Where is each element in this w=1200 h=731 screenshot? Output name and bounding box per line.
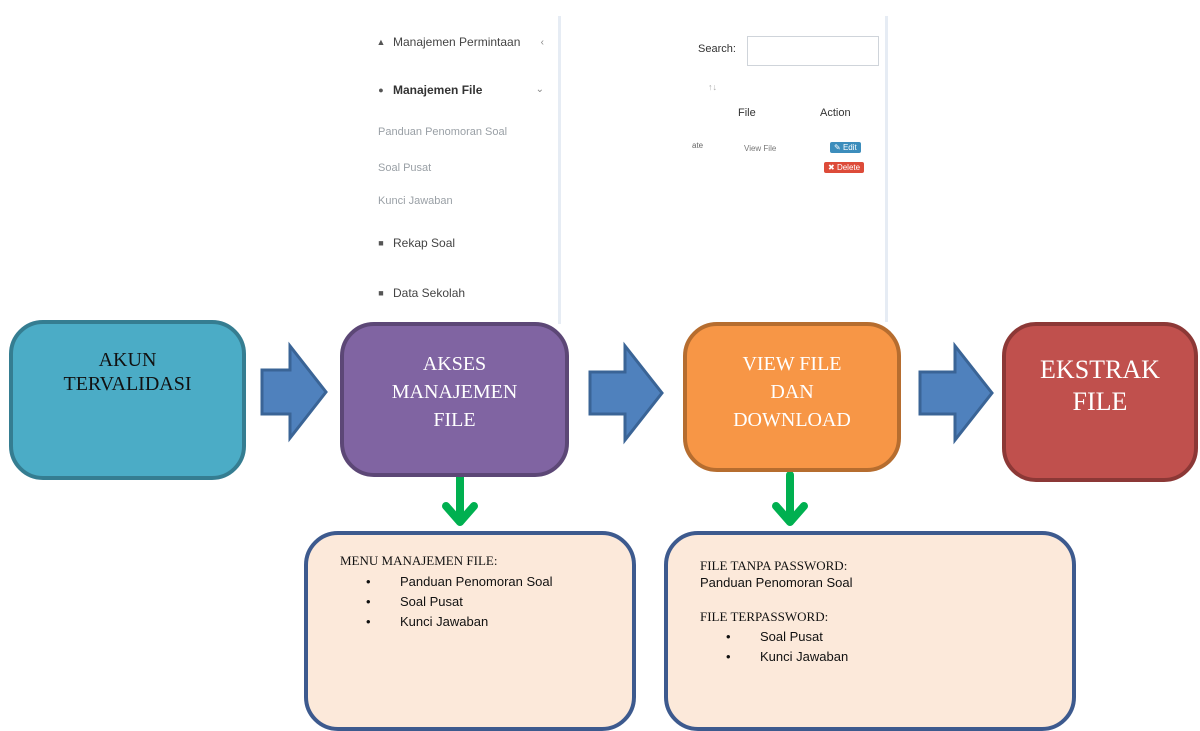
- step-ekstrak-file: EKSTRAK FILE: [1002, 322, 1198, 482]
- menu-item-rekap-soal[interactable]: ■ Rekap Soal: [376, 236, 455, 250]
- note-line: Panduan Penomoran Soal: [700, 575, 853, 590]
- chevron-down-icon: ⌄: [535, 84, 544, 95]
- submenu-item-soal-pusat[interactable]: Soal Pusat: [378, 162, 432, 174]
- right-arrow-1: [260, 341, 328, 443]
- cloud-icon: ●: [378, 85, 384, 95]
- menu-item-manajemen-permintaan[interactable]: ▲ Manajemen Permintaan: [376, 35, 521, 49]
- menu-item-data-sekolah[interactable]: ■ Data Sekolah: [376, 286, 465, 300]
- list-item: Kunci Jawaban: [700, 647, 1072, 667]
- row-name-cell: ate: [692, 141, 704, 150]
- menu-item-label: Rekap Soal: [393, 236, 456, 250]
- edit-button[interactable]: ✎ Edit: [830, 142, 861, 153]
- list-item: Kunci Jawaban: [340, 612, 632, 632]
- column-header-action: Action: [820, 107, 851, 119]
- square-icon: ■: [378, 288, 384, 298]
- arrows-layer: [260, 341, 994, 526]
- edit-label: Edit: [842, 143, 857, 152]
- chevron-left-icon: ‹: [540, 37, 544, 48]
- step-label: AKUN TERVALIDASI: [63, 349, 192, 395]
- step-label: VIEW FILE DAN DOWNLOAD: [733, 353, 851, 431]
- note-file-password: FILE TANPA PASSWORD: Panduan Penomoran S…: [664, 531, 1076, 731]
- delete-label: Delete: [836, 163, 861, 172]
- menu-item-manajemen-file[interactable]: ● Manajemen File: [376, 83, 482, 97]
- down-arrow-1: [442, 471, 478, 526]
- menu-item-label: Data Sekolah: [393, 286, 466, 300]
- note-menu-manajemen-file: MENU MANAJEMEN FILE: Panduan Penomoran S…: [304, 531, 636, 731]
- right-arrow-2: [588, 341, 664, 445]
- note-title-password: FILE TERPASSWORD:: [700, 609, 829, 624]
- list-item: Soal Pusat: [340, 592, 632, 612]
- list-item: Panduan Penomoran Soal: [340, 572, 632, 592]
- list-item: Soal Pusat: [700, 627, 1072, 647]
- step-akses-manajemen-file: AKSES MANAJEMEN FILE: [340, 322, 569, 477]
- triangle-icon: ▲: [376, 37, 386, 47]
- square-icon: ■: [378, 238, 384, 248]
- sidebar-menu-screenshot: ▲ Manajemen Permintaan ‹ ● Manajemen Fil…: [358, 16, 561, 324]
- delete-button[interactable]: ✖ Delete: [824, 162, 865, 173]
- file-table-screenshot: Search: ↑↓ File Action ate View File ✎ E…: [690, 16, 888, 322]
- note-list: Panduan Penomoran Soal Soal Pusat Kunci …: [340, 572, 632, 632]
- step-label: EKSTRAK FILE: [1040, 355, 1160, 416]
- search-label: Search:: [698, 43, 736, 55]
- menu-item-label: Manajemen Permintaan: [393, 35, 521, 49]
- submenu-item-panduan[interactable]: Panduan Penomoran Soal: [378, 126, 508, 138]
- view-file-link[interactable]: View File: [744, 144, 777, 153]
- submenu-item-kunci-jawaban[interactable]: Kunci Jawaban: [378, 195, 453, 207]
- sort-icon[interactable]: ↑↓: [708, 82, 717, 92]
- down-arrow-2: [772, 471, 808, 526]
- menu-item-label: Manajemen File: [393, 83, 483, 97]
- step-label: AKSES MANAJEMEN FILE: [391, 353, 518, 431]
- search-input[interactable]: [747, 36, 879, 66]
- column-header-file: File: [738, 107, 756, 119]
- note-title: MENU MANAJEMEN FILE:: [340, 553, 498, 568]
- right-arrow-3: [918, 341, 994, 445]
- step-view-file-dan-download: VIEW FILE DAN DOWNLOAD: [683, 322, 901, 472]
- note-title-no-password: FILE TANPA PASSWORD:: [700, 558, 848, 573]
- note-list: Soal Pusat Kunci Jawaban: [700, 627, 1072, 667]
- step-akun-tervalidasi: AKUN TERVALIDASI: [9, 320, 246, 480]
